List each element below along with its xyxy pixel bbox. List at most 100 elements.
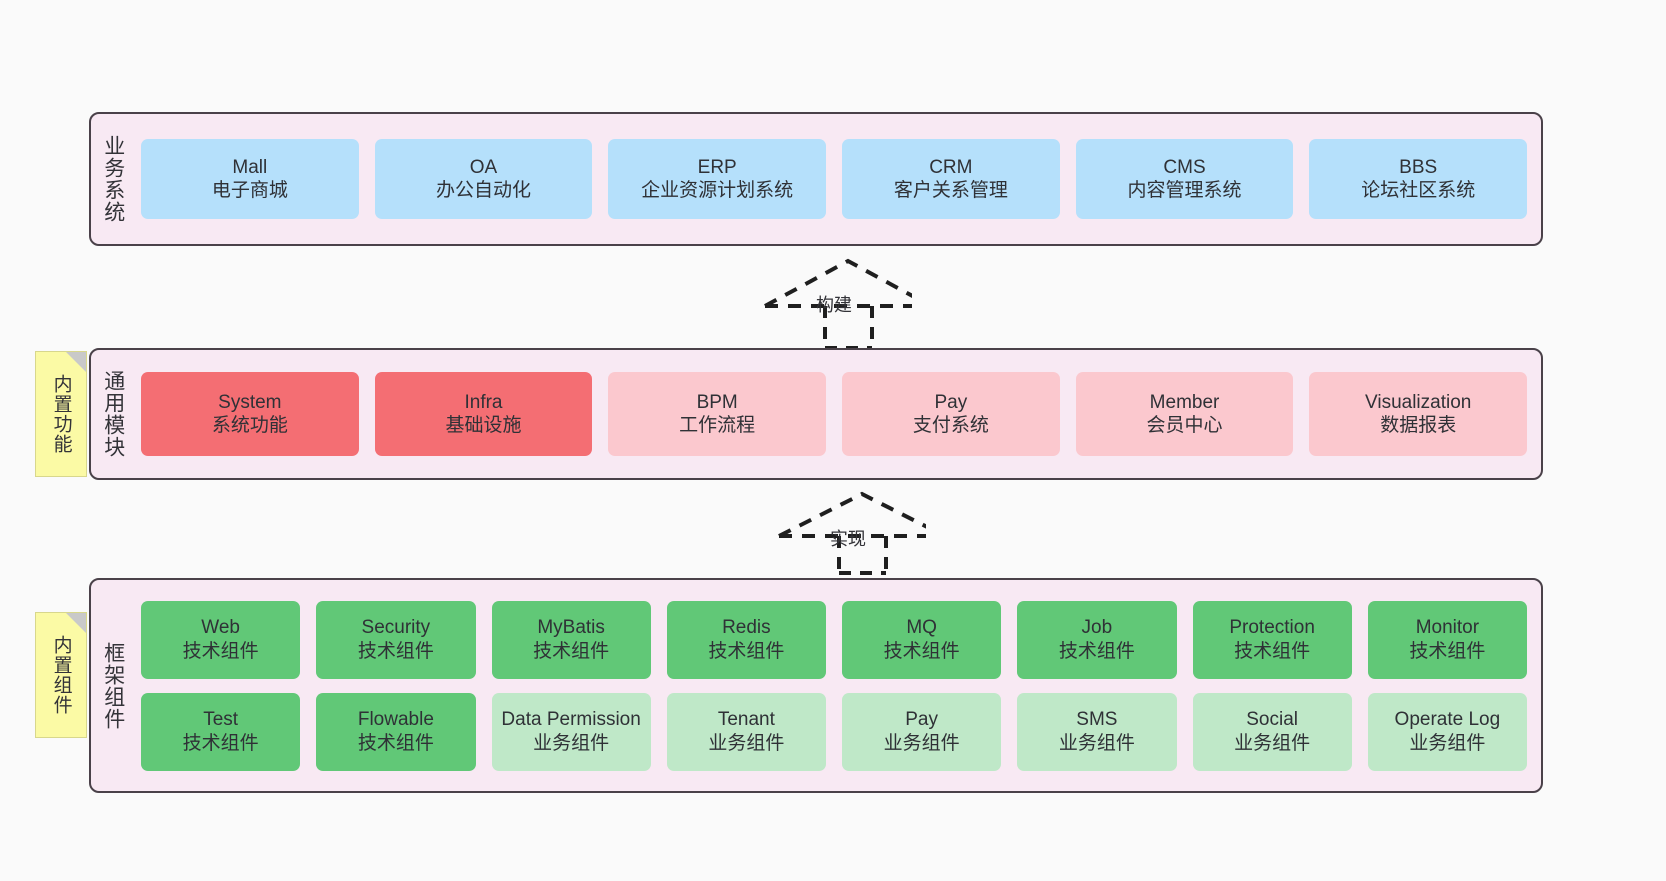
framework-box-social[interactable]: Social 业务组件 [1192, 692, 1352, 771]
layer-framework-title: 框架组件 [101, 641, 125, 730]
framework-box-operate-log[interactable]: Operate Log 业务组件 [1367, 692, 1527, 771]
framework-box-monitor[interactable]: Monitor 技术组件 [1367, 600, 1527, 679]
box-title: Security [361, 617, 431, 639]
box-subtitle: 业务组件 [1234, 732, 1311, 754]
box-title: MQ [906, 617, 937, 639]
box-title: Tenant [717, 709, 775, 731]
box-title: OA [469, 156, 498, 178]
box-subtitle: 业务组件 [1058, 732, 1135, 754]
note-builtin-component: 内置组件 [35, 612, 87, 738]
box-subtitle: 技术组件 [708, 640, 785, 662]
business-box-bbs[interactable]: BBS 论坛社区系统 [1309, 139, 1528, 219]
box-title: Data Permission [501, 709, 641, 731]
layer-business-system: 业务系统 Mall 电子商城 OA 办公自动化 ERP 企业资源计划系统 CRM… [89, 112, 1543, 246]
module-box-visualization[interactable]: Visualization 数据报表 [1309, 372, 1528, 456]
box-subtitle: 技术组件 [1234, 640, 1311, 662]
box-subtitle: 业务组件 [708, 732, 785, 754]
box-title: Flowable [357, 709, 434, 731]
business-box-erp[interactable]: ERP 企业资源计划系统 [608, 139, 827, 219]
box-title: Web [201, 617, 240, 639]
box-title: Protection [1229, 617, 1315, 639]
business-box-cms[interactable]: CMS 内容管理系统 [1075, 139, 1294, 219]
box-subtitle: 技术组件 [182, 732, 259, 754]
connector-build-arrowhead [764, 258, 912, 308]
framework-box-protection[interactable]: Protection 技术组件 [1192, 600, 1352, 679]
box-subtitle: 技术组件 [533, 640, 610, 662]
box-title: Social [1246, 709, 1298, 731]
framework-box-data-permission[interactable]: Data Permission 业务组件 [491, 692, 651, 771]
box-title: System [218, 391, 282, 413]
module-box-bpm[interactable]: BPM 工作流程 [608, 372, 827, 456]
framework-box-flowable[interactable]: Flowable 技术组件 [316, 692, 476, 771]
box-subtitle: 技术组件 [883, 640, 960, 662]
connector-implement-label: 实现 [830, 529, 866, 549]
box-title: Mall [232, 156, 268, 178]
framework-row-biz: Test 技术组件 Flowable 技术组件 Data Permission … [141, 692, 1527, 771]
module-box-system[interactable]: System 系统功能 [141, 372, 359, 456]
box-subtitle: 办公自动化 [436, 180, 532, 201]
layer-framework-components: 框架组件 Web 技术组件 Security 技术组件 MyBatis 技术组件… [89, 578, 1543, 793]
box-title: Monitor [1415, 617, 1480, 639]
box-subtitle: 业务组件 [1409, 732, 1486, 754]
modules-row: System 系统功能 Infra 基础设施 BPM 工作流程 Pay 支付系统… [141, 372, 1528, 456]
framework-box-pay[interactable]: Pay 业务组件 [842, 692, 1002, 771]
box-title: CRM [929, 156, 973, 178]
framework-box-redis[interactable]: Redis 技术组件 [666, 600, 826, 679]
box-subtitle: 技术组件 [357, 732, 434, 754]
note-builtin-function: 内置功能 [35, 351, 87, 477]
box-title: BPM [696, 391, 738, 413]
framework-box-tenant[interactable]: Tenant 业务组件 [666, 692, 826, 771]
connector-implement-arrow [778, 491, 926, 576]
box-subtitle: 基础设施 [445, 415, 522, 436]
framework-row-tech: Web 技术组件 Security 技术组件 MyBatis 技术组件 Redi… [141, 600, 1527, 679]
framework-box-job[interactable]: Job 技术组件 [1017, 600, 1177, 679]
module-box-pay[interactable]: Pay 支付系统 [842, 372, 1060, 456]
connector-implement-arrowhead [778, 491, 926, 538]
business-box-mall[interactable]: Mall 电子商城 [141, 139, 359, 219]
box-title: Job [1081, 617, 1113, 639]
layer-modules-body: System 系统功能 Infra 基础设施 BPM 工作流程 Pay 支付系统… [135, 350, 1541, 478]
layer-business-title: 业务系统 [101, 135, 125, 223]
box-subtitle: 工作流程 [679, 415, 756, 436]
box-title: CMS [1163, 156, 1206, 178]
layer-general-modules: 通用模块 System 系统功能 Infra 基础设施 BPM 工作流程 Pay… [89, 348, 1543, 480]
layer-modules-title: 通用模块 [101, 370, 125, 458]
box-subtitle: 技术组件 [1409, 640, 1486, 662]
framework-box-mybatis[interactable]: MyBatis 技术组件 [491, 600, 651, 679]
box-subtitle: 系统功能 [211, 415, 288, 436]
framework-box-mq[interactable]: MQ 技术组件 [842, 600, 1002, 679]
box-subtitle: 业务组件 [883, 732, 960, 754]
business-box-crm[interactable]: CRM 客户关系管理 [842, 139, 1060, 219]
framework-box-web[interactable]: Web 技术组件 [141, 600, 301, 679]
box-title: Infra [464, 391, 503, 413]
box-subtitle: 论坛社区系统 [1361, 180, 1476, 201]
box-subtitle: 技术组件 [182, 640, 259, 662]
layer-framework-body: Web 技术组件 Security 技术组件 MyBatis 技术组件 Redi… [135, 580, 1541, 791]
box-title: BBS [1399, 156, 1438, 178]
box-title: MyBatis [537, 617, 605, 639]
box-subtitle: 业务组件 [533, 732, 610, 754]
box-title: Operate Log [1394, 709, 1501, 731]
module-box-member[interactable]: Member 会员中心 [1075, 372, 1294, 456]
module-box-infra[interactable]: Infra 基础设施 [374, 372, 593, 456]
box-subtitle: 客户关系管理 [893, 180, 1008, 201]
box-subtitle: 支付系统 [912, 415, 989, 436]
business-box-oa[interactable]: OA 办公自动化 [374, 139, 593, 219]
framework-box-sms[interactable]: SMS 业务组件 [1017, 692, 1177, 771]
framework-box-test[interactable]: Test 技术组件 [141, 692, 301, 771]
box-subtitle: 技术组件 [357, 640, 434, 662]
box-title: Pay [905, 709, 938, 731]
framework-box-security[interactable]: Security 技术组件 [316, 600, 476, 679]
box-title: Member [1149, 391, 1220, 413]
connector-build-label: 构建 [816, 295, 852, 315]
box-title: Pay [934, 391, 968, 413]
box-title: Redis [722, 617, 771, 639]
layer-business-body: Mall 电子商城 OA 办公自动化 ERP 企业资源计划系统 CRM 客户关系… [135, 114, 1541, 244]
box-title: Test [203, 709, 239, 731]
box-title: SMS [1076, 709, 1118, 731]
box-subtitle: 数据报表 [1380, 415, 1457, 436]
box-subtitle: 技术组件 [1058, 640, 1135, 662]
box-title: ERP [697, 156, 737, 178]
box-subtitle: 内容管理系统 [1127, 180, 1242, 201]
